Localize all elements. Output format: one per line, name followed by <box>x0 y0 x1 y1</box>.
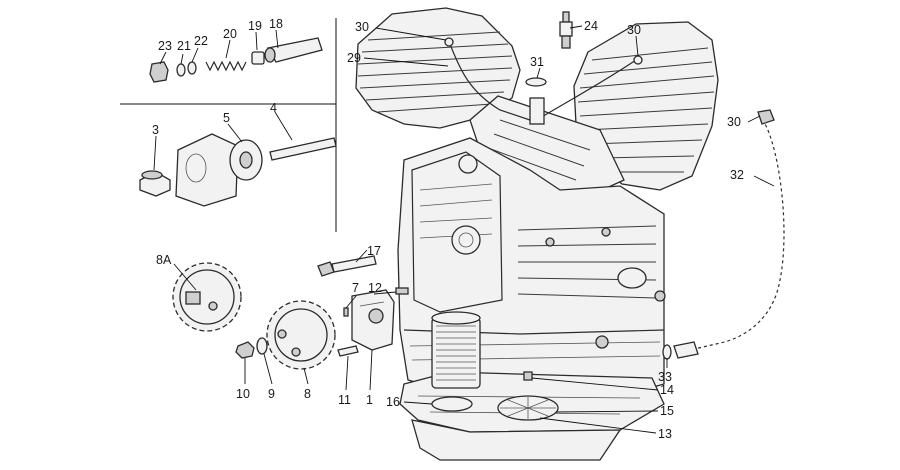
leader-lines <box>153 25 775 434</box>
oil-strainer <box>497 395 559 421</box>
callout-21: 21 <box>177 39 191 53</box>
oil-filter <box>431 311 481 389</box>
pipe-union-block <box>529 97 545 125</box>
callout-5: 5 <box>223 111 230 125</box>
pump-screw <box>337 345 359 357</box>
filter-seal-ring <box>431 396 473 412</box>
callout-19: 19 <box>248 19 262 33</box>
sealing-washer <box>525 77 547 87</box>
callout-4: 4 <box>270 101 277 115</box>
callout-23: 23 <box>158 39 172 53</box>
sprocket-nut <box>235 341 255 359</box>
pump-pin <box>343 307 349 317</box>
oil-pump-assembly <box>139 133 337 207</box>
callout-16: 16 <box>386 395 400 409</box>
strainer-screw <box>523 371 533 381</box>
long-bolt <box>317 255 377 277</box>
callout-22: 22 <box>194 34 208 48</box>
small-plug <box>395 287 409 295</box>
callout-17: 17 <box>367 244 381 258</box>
oil-hose <box>662 109 785 360</box>
banjo-washer-right <box>633 55 643 65</box>
callout-10: 10 <box>236 387 250 401</box>
callout-15: 15 <box>660 404 674 418</box>
callout-3: 3 <box>152 123 159 137</box>
callout-14: 14 <box>660 383 674 397</box>
callout-11: 11 <box>338 393 351 407</box>
callout-8a: 8A <box>156 253 172 267</box>
callout-8: 8 <box>304 387 311 401</box>
sprocket-8 <box>266 300 336 370</box>
callout-30-right: 30 <box>627 23 641 37</box>
callout-12: 12 <box>368 281 382 295</box>
callout-32: 32 <box>730 168 744 182</box>
sprocket-8a <box>172 262 242 332</box>
relief-valve-assembly <box>149 37 323 83</box>
callout-labels: 23 21 22 20 19 18 4 3 5 8A 17 7 12 10 9 … <box>152 17 744 441</box>
callout-7: 7 <box>352 281 359 295</box>
oil-pressure-switch <box>559 11 573 49</box>
oil-pipe-left <box>449 43 531 121</box>
callout-29: 29 <box>347 51 361 65</box>
pump-housing <box>351 289 395 351</box>
callout-13: 13 <box>658 427 672 441</box>
oil-pipe-right <box>539 59 637 119</box>
callout-31: 31 <box>530 55 544 69</box>
callout-9: 9 <box>268 387 275 401</box>
callout-30-hose: 30 <box>727 115 741 129</box>
callout-33: 33 <box>658 370 672 384</box>
sprocket-washer <box>256 337 268 355</box>
callout-20: 20 <box>223 27 237 41</box>
callout-1: 1 <box>366 393 373 407</box>
callout-18: 18 <box>269 17 283 31</box>
callout-24: 24 <box>584 19 598 33</box>
banjo-washer-left <box>444 37 454 47</box>
callout-30-left: 30 <box>355 20 369 34</box>
